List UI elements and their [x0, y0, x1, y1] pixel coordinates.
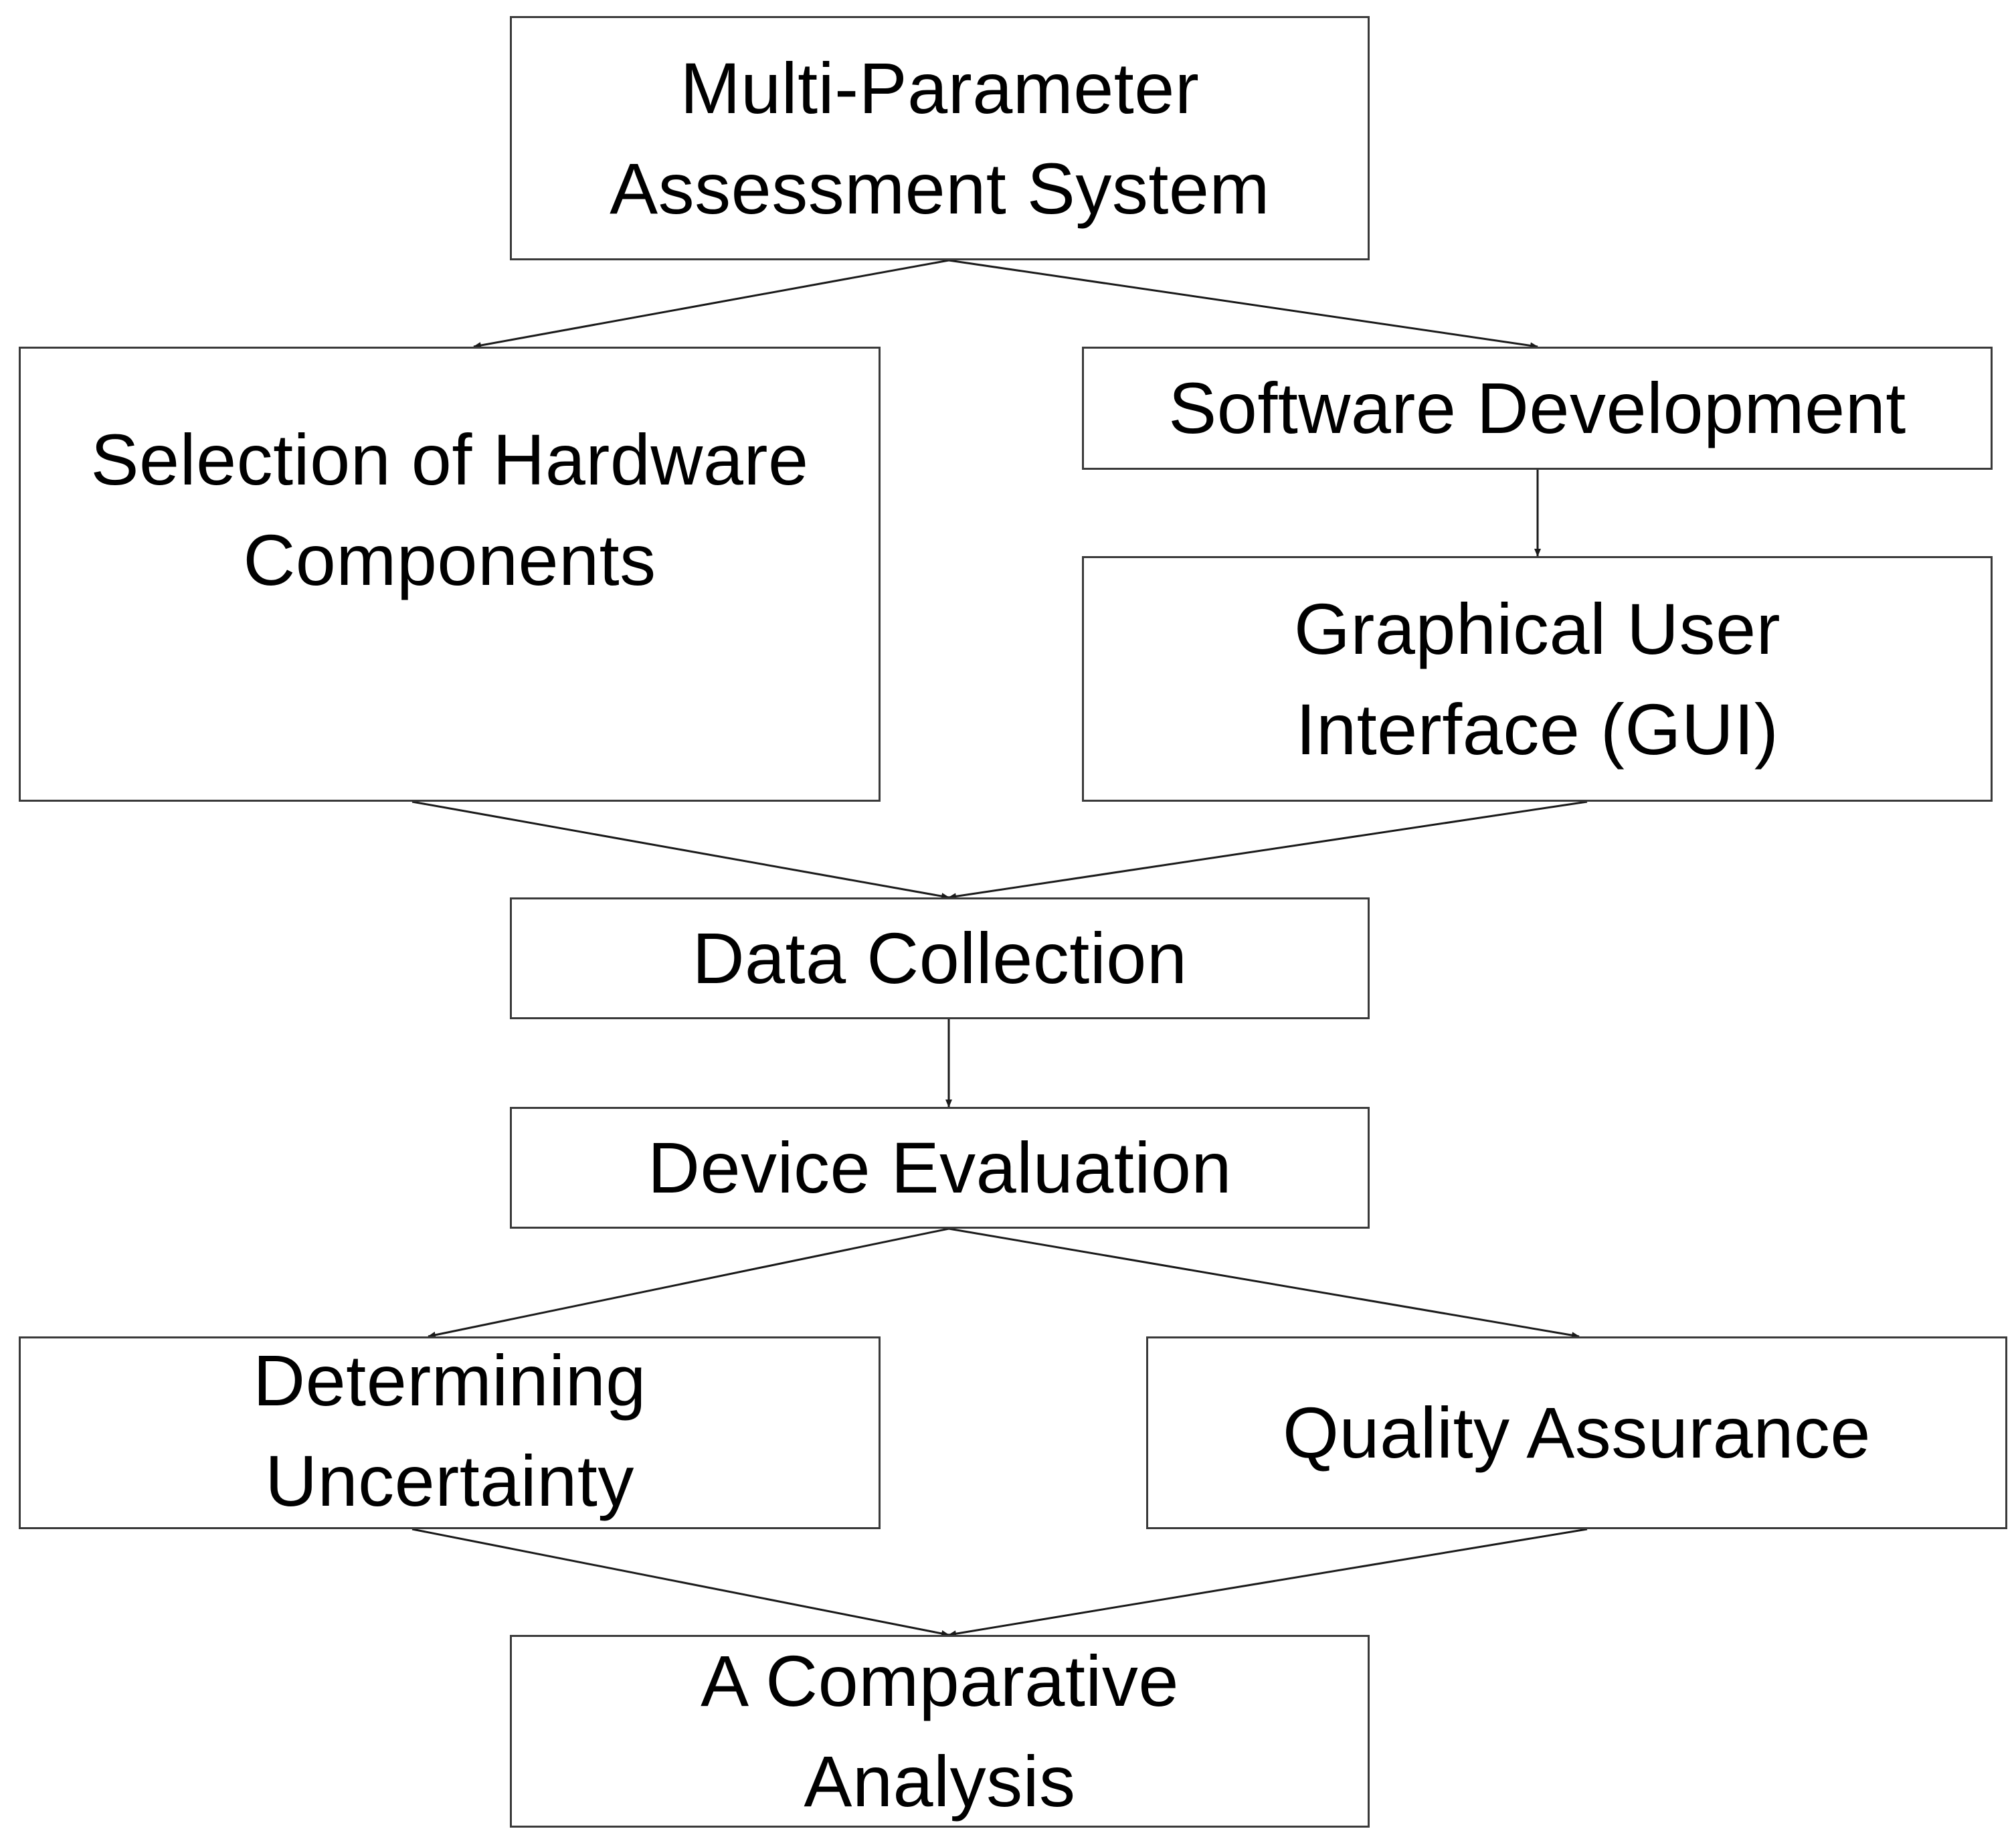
arrow-device-to-uncertainty: [428, 1227, 949, 1338]
graphical-user-interface-box: Graphical User Interface (GUI): [1082, 556, 1993, 802]
node-text-line: Determining: [253, 1340, 646, 1421]
node-text-line: Components: [243, 519, 656, 600]
quality-assurance-box: Quality Assurance: [1146, 1336, 2007, 1529]
node-text-line: Uncertainty: [265, 1440, 634, 1521]
node-text-line: Multi-Parameter: [680, 47, 1200, 128]
node-text-line: Selection of Hardware: [90, 419, 809, 500]
arrow-top-to-hardware: [473, 259, 949, 349]
arrow-gui-to-data: [948, 800, 1588, 900]
node-text-line: Data Collection: [692, 917, 1188, 998]
data-collection-label: Data Collection: [693, 908, 1188, 1009]
device-evaluation-label: Device Evaluation: [648, 1118, 1232, 1218]
graphical-user-interface-label: Graphical User Interface (GUI): [1294, 579, 1780, 780]
quality-assurance-label: Quality Assurance: [1283, 1383, 1871, 1483]
comparative-analysis-label: A Comparative Analysis: [701, 1631, 1179, 1832]
arrow-device-to-quality: [948, 1227, 1580, 1339]
arrow-quality-to-comparative: [948, 1528, 1588, 1638]
software-development-box: Software Development: [1082, 347, 1993, 470]
determining-uncertainty-label: Determining Uncertainty: [253, 1330, 646, 1531]
node-text-line: Device Evaluation: [648, 1127, 1232, 1208]
data-collection-box: Data Collection: [510, 897, 1370, 1019]
node-text-line: Assessment System: [610, 147, 1270, 229]
device-evaluation-box: Device Evaluation: [510, 1107, 1370, 1229]
comparative-analysis-box: A Comparative Analysis: [510, 1635, 1370, 1828]
node-text-line: Interface (GUI): [1295, 688, 1779, 770]
node-text-line: Software Development: [1168, 367, 1906, 448]
multi-parameter-assessment-system-label: Multi-Parameter Assessment System: [610, 38, 1270, 239]
node-text-line: Quality Assurance: [1283, 1392, 1871, 1473]
arrow-top-to-software: [948, 259, 1538, 349]
hardware-selection-box: Selection of Hardware Components: [19, 347, 881, 802]
determining-uncertainty-box: Determining Uncertainty: [19, 1336, 881, 1529]
hardware-selection-label: Selection of Hardware Components: [90, 410, 808, 610]
arrow-uncertainty-to-comparative: [411, 1528, 949, 1637]
multi-parameter-assessment-system-box: Multi-Parameter Assessment System: [510, 16, 1370, 260]
node-text-line: Analysis: [804, 1741, 1076, 1822]
node-text-line: Graphical User: [1293, 588, 1781, 669]
arrow-hardware-to-data: [411, 800, 949, 899]
software-development-label: Software Development: [1168, 358, 1906, 458]
node-text-line: A Comparative: [701, 1640, 1179, 1721]
